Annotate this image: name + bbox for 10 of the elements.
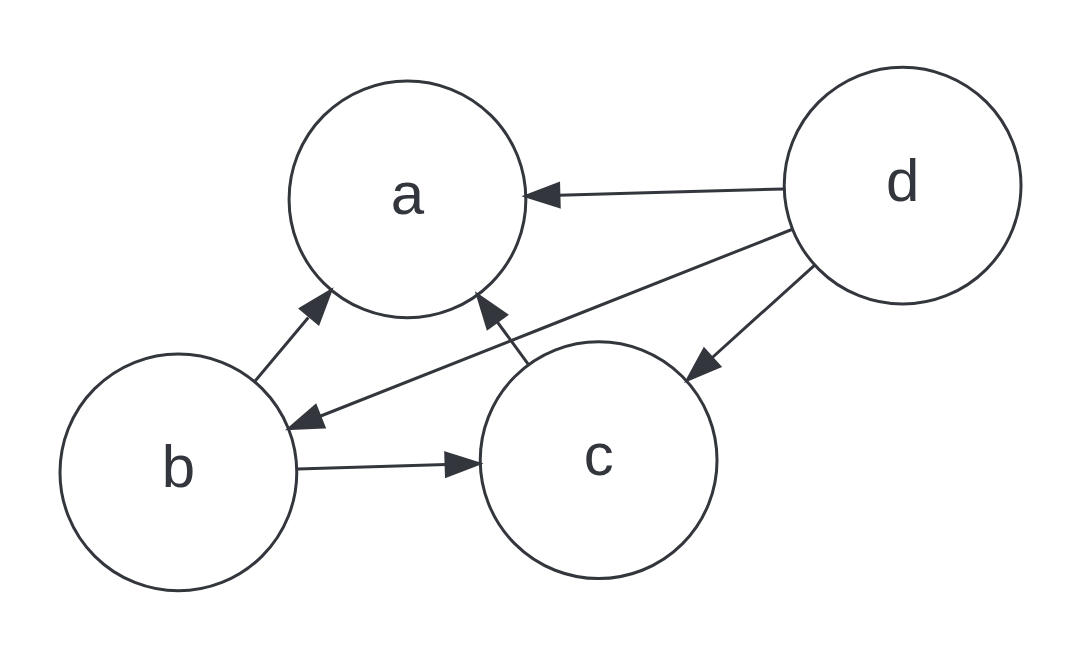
arrow xyxy=(284,228,792,431)
arrow xyxy=(474,291,530,366)
node-circle: b xyxy=(58,352,298,593)
node-circle: a xyxy=(287,79,527,320)
node-circle: d xyxy=(782,65,1022,306)
arrow xyxy=(520,181,784,209)
arrow xyxy=(683,263,816,384)
arrow xyxy=(297,451,484,479)
arrow xyxy=(253,287,334,383)
node-circle: c xyxy=(478,340,719,581)
